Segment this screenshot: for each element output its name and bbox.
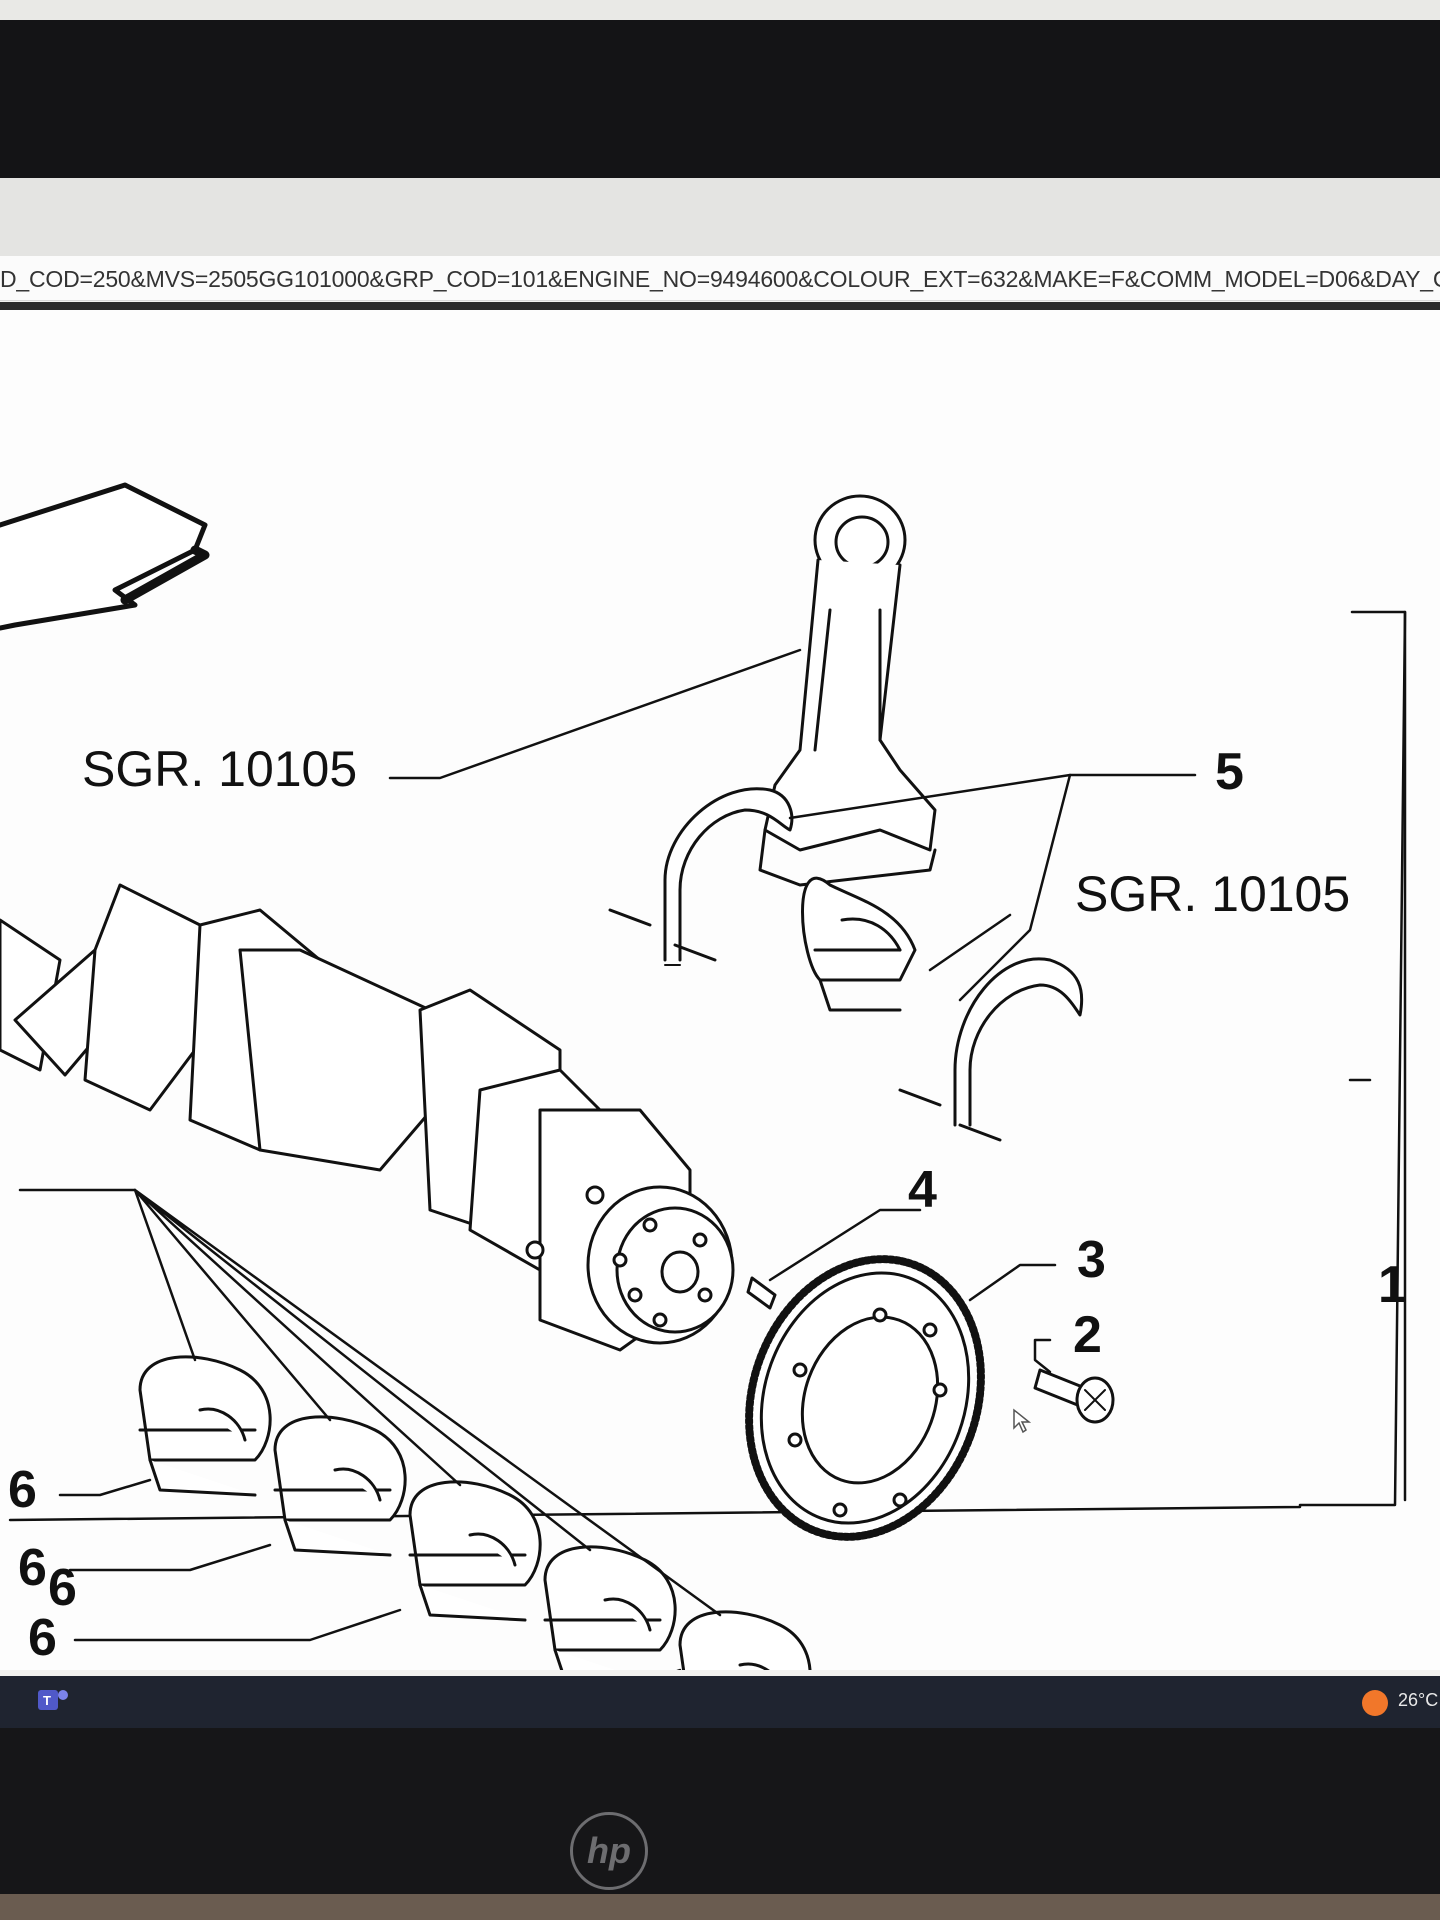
thrust-washer-right <box>953 957 1084 1127</box>
teams-icon[interactable]: T <box>36 1686 70 1716</box>
orientation-arrow-icon <box>0 482 208 631</box>
weather-temperature[interactable]: 26°C <box>1398 1690 1439 1710</box>
main-bearing-shell-3 <box>408 1480 542 1622</box>
desk-surface <box>0 1894 1440 1920</box>
monitor-screen: D_COD=250&MVS=2505GG101000&GRP_COD=101&E… <box>0 178 1440 1728</box>
callout-item-6[interactable]: 6 <box>18 1539 47 1597</box>
flywheel-ring-gear <box>745 1255 985 1541</box>
weather-icon[interactable] <box>1362 1690 1388 1716</box>
address-bar-url: D_COD=250&MVS=2505GG101000&GRP_COD=101&E… <box>0 266 1440 292</box>
monitor-bezel-bottom <box>0 1728 1440 1920</box>
hp-logo: hp <box>570 1812 648 1890</box>
thrust-washer-left <box>663 787 794 962</box>
callout-item-5[interactable]: 5 <box>1215 743 1244 801</box>
callout-item-4[interactable]: 4 <box>908 1161 937 1219</box>
main-bearing-shells <box>138 1355 812 1670</box>
callout-sgr-top[interactable]: SGR. 10105 <box>82 741 358 797</box>
callout-item-2[interactable]: 2 <box>1073 1306 1102 1364</box>
browser-toolbar <box>0 178 1440 257</box>
address-bar[interactable]: D_COD=250&MVS=2505GG101000&GRP_COD=101&E… <box>0 256 1440 301</box>
callout-item-6[interactable]: 6 <box>28 1609 57 1667</box>
assembly-bracket <box>8 610 1407 1522</box>
main-bearing-shell-1 <box>138 1355 272 1497</box>
svg-text:T: T <box>43 1693 51 1708</box>
page-divider <box>0 302 1440 310</box>
main-bearing-shell-5 <box>678 1610 812 1670</box>
connecting-rod <box>758 494 937 887</box>
main-bearing-shell-2 <box>273 1415 407 1557</box>
callout-item-6[interactable]: 6 <box>8 1461 37 1519</box>
callout-item-1[interactable]: 1 <box>1378 1256 1407 1314</box>
mouse-cursor-icon <box>1013 1408 1032 1434</box>
callout-item-3[interactable]: 3 <box>1077 1231 1106 1289</box>
callout-sgr-right[interactable]: SGR. 10105 <box>1075 866 1351 922</box>
main-bearing-shell-4 <box>543 1545 677 1670</box>
exploded-view-diagram <box>0 482 1407 1670</box>
taskbar: T 26°C <box>0 1676 1440 1728</box>
conrod-bearing-shell <box>801 876 917 1012</box>
callout-item-6[interactable]: 6 <box>48 1559 77 1617</box>
flywheel-bolt <box>1033 1368 1115 1424</box>
parts-diagram-page: SGR. 10105 SGR. 10105 5 4 3 2 1 6 6 6 6 … <box>0 310 1440 1728</box>
dowel-pin <box>746 1276 777 1310</box>
monitor-bezel-top <box>0 20 1440 180</box>
crankshaft <box>0 883 735 1352</box>
